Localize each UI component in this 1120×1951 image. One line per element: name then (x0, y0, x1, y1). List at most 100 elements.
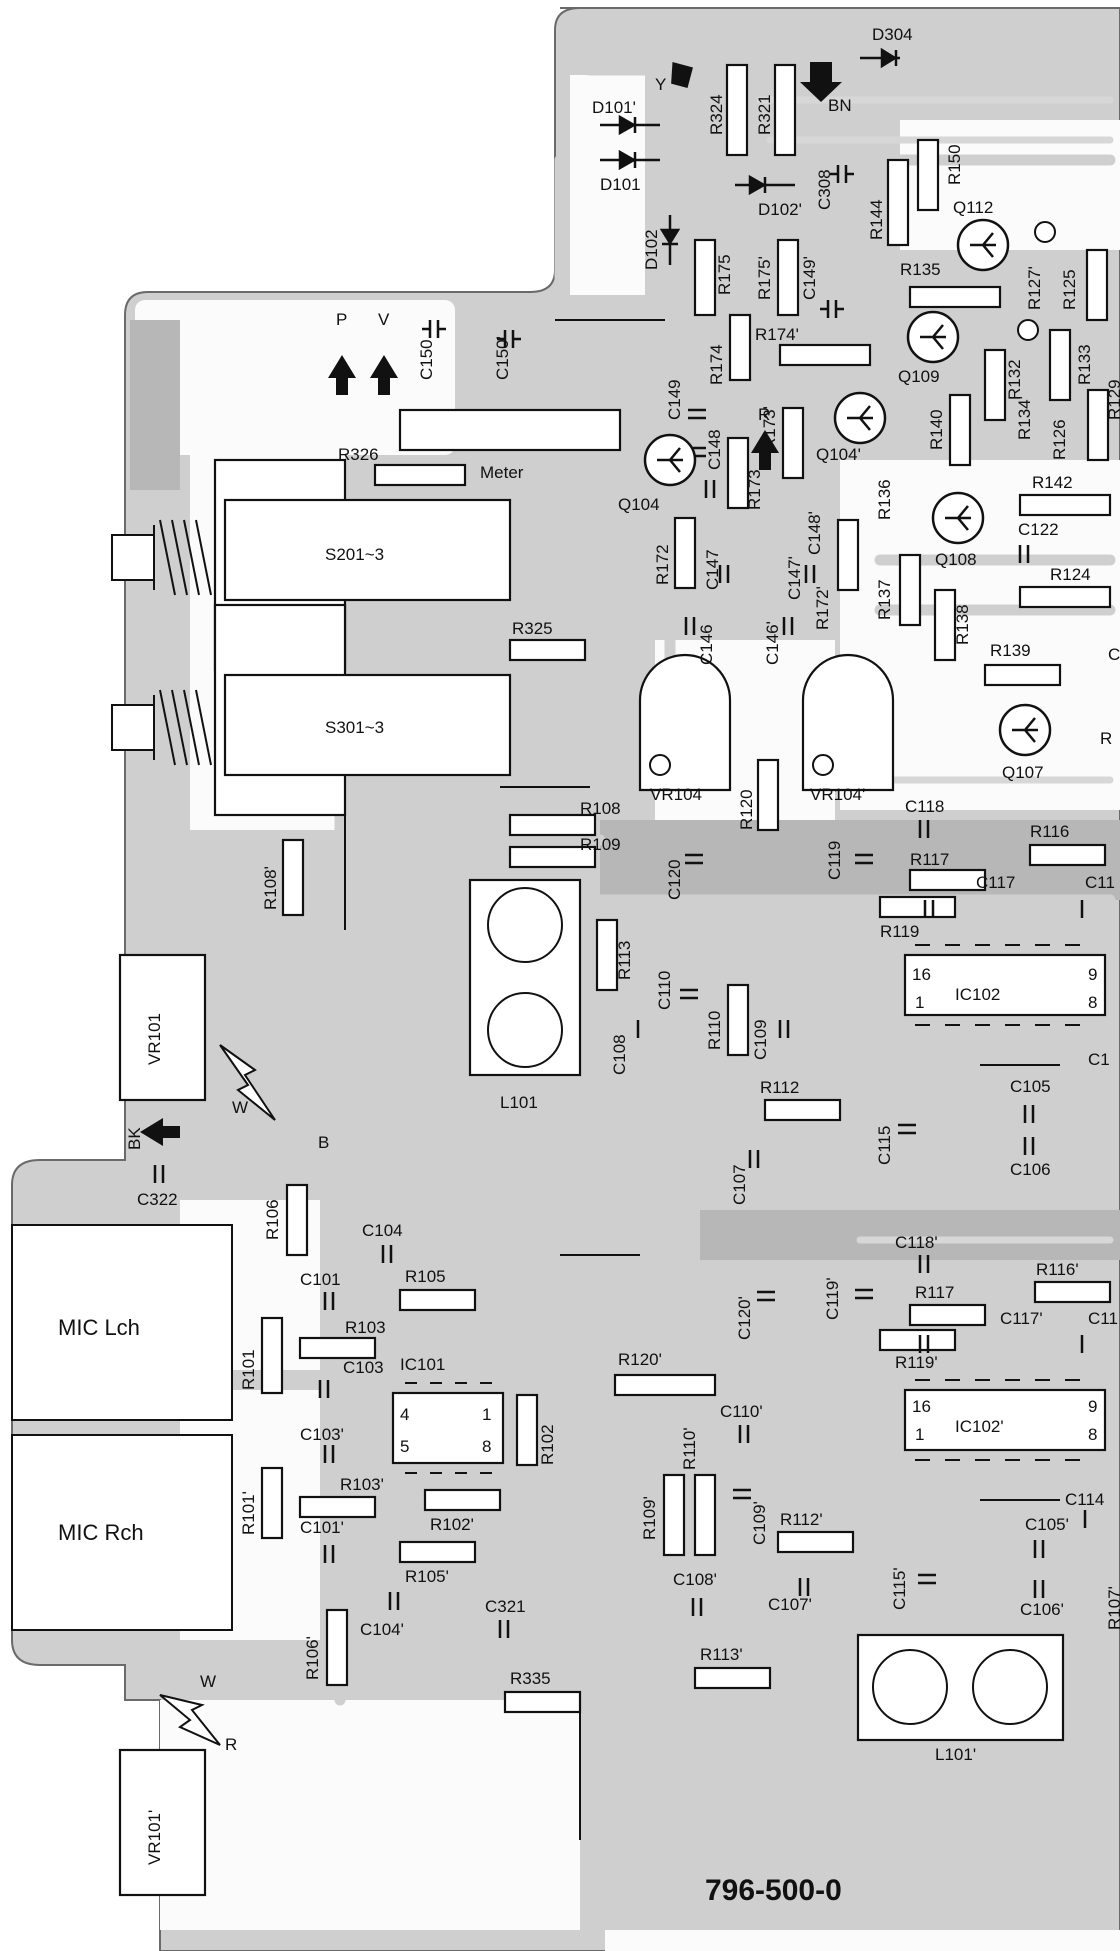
r172p-label: R172' (813, 586, 832, 630)
c114-label: C114 (1065, 1490, 1104, 1509)
r150-label: R150 (945, 144, 964, 185)
r101p-label: R101' (239, 1491, 258, 1535)
vr101: VR101 (118, 953, 207, 1102)
c104-label: C104 (362, 1221, 403, 1240)
board-part-number: 796-500-0 (705, 1874, 842, 1907)
r120-label: R120 (737, 789, 756, 830)
r135-label: R135 (900, 260, 941, 279)
r102p-label: R102' (430, 1515, 474, 1534)
hatched-arrows (159, 1044, 276, 1746)
mic-rch-jack: MIC Rch (11, 1434, 233, 1631)
marker-labels: Y BN P V R BK W B W R (125, 75, 852, 1754)
marker-bn: BN (828, 96, 852, 115)
c147p-label: C147' (785, 556, 804, 600)
r102-label: R102 (538, 1424, 557, 1465)
marker-w2: W (200, 1672, 216, 1691)
c106p-label: C106' (1020, 1600, 1064, 1619)
r101-label: R101 (239, 1349, 258, 1390)
ic101-label: IC101 (400, 1355, 445, 1374)
vertical-resistors: R324 R321 R150 R144 R175 R175' R125 R127… (239, 63, 1120, 1687)
mic-rch-label: MIC Rch (58, 1520, 144, 1545)
r119p-label: R119' (895, 1353, 938, 1372)
c109-label: C109 (751, 1019, 770, 1060)
c147-label: C147 (703, 549, 722, 590)
marker-r2: R (225, 1735, 237, 1754)
r142-label: R142 (1032, 473, 1073, 492)
r112-label: R112 (760, 1078, 799, 1097)
c148-label: C148 (705, 429, 724, 470)
c308-label: C308 (815, 169, 834, 210)
r140-label: R140 (927, 409, 946, 450)
r172-label: R172 (653, 544, 672, 585)
r335-label: R335 (510, 1669, 551, 1688)
r113-label: R113 (615, 941, 634, 980)
traces (169, 34, 1116, 1896)
c149p-label: C149' (800, 256, 819, 300)
r144-label: R144 (867, 199, 886, 240)
meter-label: Meter (480, 463, 524, 482)
r117p-label: R117 (915, 1283, 954, 1302)
c103-label: C103 (343, 1358, 384, 1377)
r174p-label: R174' (755, 325, 799, 344)
c148p-label: C148' (805, 511, 824, 555)
r136-label: R136 (875, 479, 894, 520)
r112p-label: R112' (780, 1510, 823, 1529)
vr101-prime: VR101' (118, 1748, 207, 1897)
c122-label: C122 (1018, 520, 1059, 539)
ic102-pin16: 16 (912, 965, 931, 984)
c115-label: C115 (875, 1126, 894, 1165)
transistors: Q112 Q109 Q104' Q104 Q108 Q107 R (618, 198, 1112, 782)
ic102-label: IC102 (955, 985, 1000, 1004)
ic101-pin8: 8 (482, 1437, 491, 1456)
meter-connector: Meter (398, 408, 622, 482)
ic102-pin1: 1 (915, 993, 924, 1012)
d304-label: D304 (872, 25, 913, 44)
r173-label: R173 (745, 469, 764, 510)
switch-s201-label: S201~3 (325, 545, 384, 564)
r117-label: R117 (910, 850, 949, 869)
d101p-label: D101' (592, 98, 636, 117)
l101-prime: L101' (856, 1633, 1065, 1764)
l101-label: L101 (500, 1093, 538, 1112)
c101p-label: C101' (300, 1518, 344, 1537)
c109p-label: C109' (750, 1501, 769, 1545)
r103p-label: R103' (340, 1475, 384, 1494)
r106-label: R106 (263, 1199, 282, 1240)
r109-label: R109 (580, 835, 621, 854)
q104-label: Q104 (618, 495, 660, 514)
q107-label: Q107 (1002, 763, 1044, 782)
r110p-label: R110' (680, 1427, 699, 1470)
r138-label: R138 (953, 604, 972, 645)
r105p-label: R105' (405, 1567, 449, 1586)
c150p-label: C150' (493, 336, 512, 380)
ic102p-label: IC102' (955, 1417, 1004, 1436)
c107-label: C107 (730, 1164, 749, 1205)
switch-s301: S301~3 (111, 603, 512, 817)
r126-label: R126 (1050, 419, 1069, 460)
c101-label: C101 (300, 1270, 341, 1289)
l101: L101 (468, 878, 582, 1112)
ic102p-pin1: 1 (915, 1425, 924, 1444)
mic-lch-jack: MIC Lch (11, 1224, 233, 1421)
r325-label: R325 (512, 619, 553, 638)
marker-b: B (318, 1133, 329, 1152)
switch-s301-label: S301~3 (325, 718, 384, 737)
ic101: 4 1 5 8 IC101 (391, 1355, 505, 1474)
c120p-label: C120' (735, 1296, 754, 1340)
r137-label: R137 (875, 579, 894, 620)
ic102p-pin16: 16 (912, 1397, 931, 1416)
marker-bk: BK (125, 1127, 144, 1150)
r116p-label: R116' (1036, 1260, 1079, 1279)
mic-lch-label: MIC Lch (58, 1315, 140, 1340)
r105-label: R105 (405, 1267, 446, 1286)
r107p-edge-label: R107' (1105, 1586, 1120, 1630)
c119p-label: C119' (823, 1277, 842, 1320)
ic101-pin4: 4 (400, 1405, 409, 1424)
jumpers (344, 319, 1060, 1840)
c1-label: C1 (1088, 1050, 1110, 1069)
c117-label: C117 (976, 873, 1015, 892)
vr101-label: VR101 (145, 1013, 164, 1065)
q109-label: Q109 (898, 367, 940, 386)
marker-w1: W (232, 1098, 248, 1117)
ic102p-pin8: 8 (1088, 1425, 1097, 1444)
